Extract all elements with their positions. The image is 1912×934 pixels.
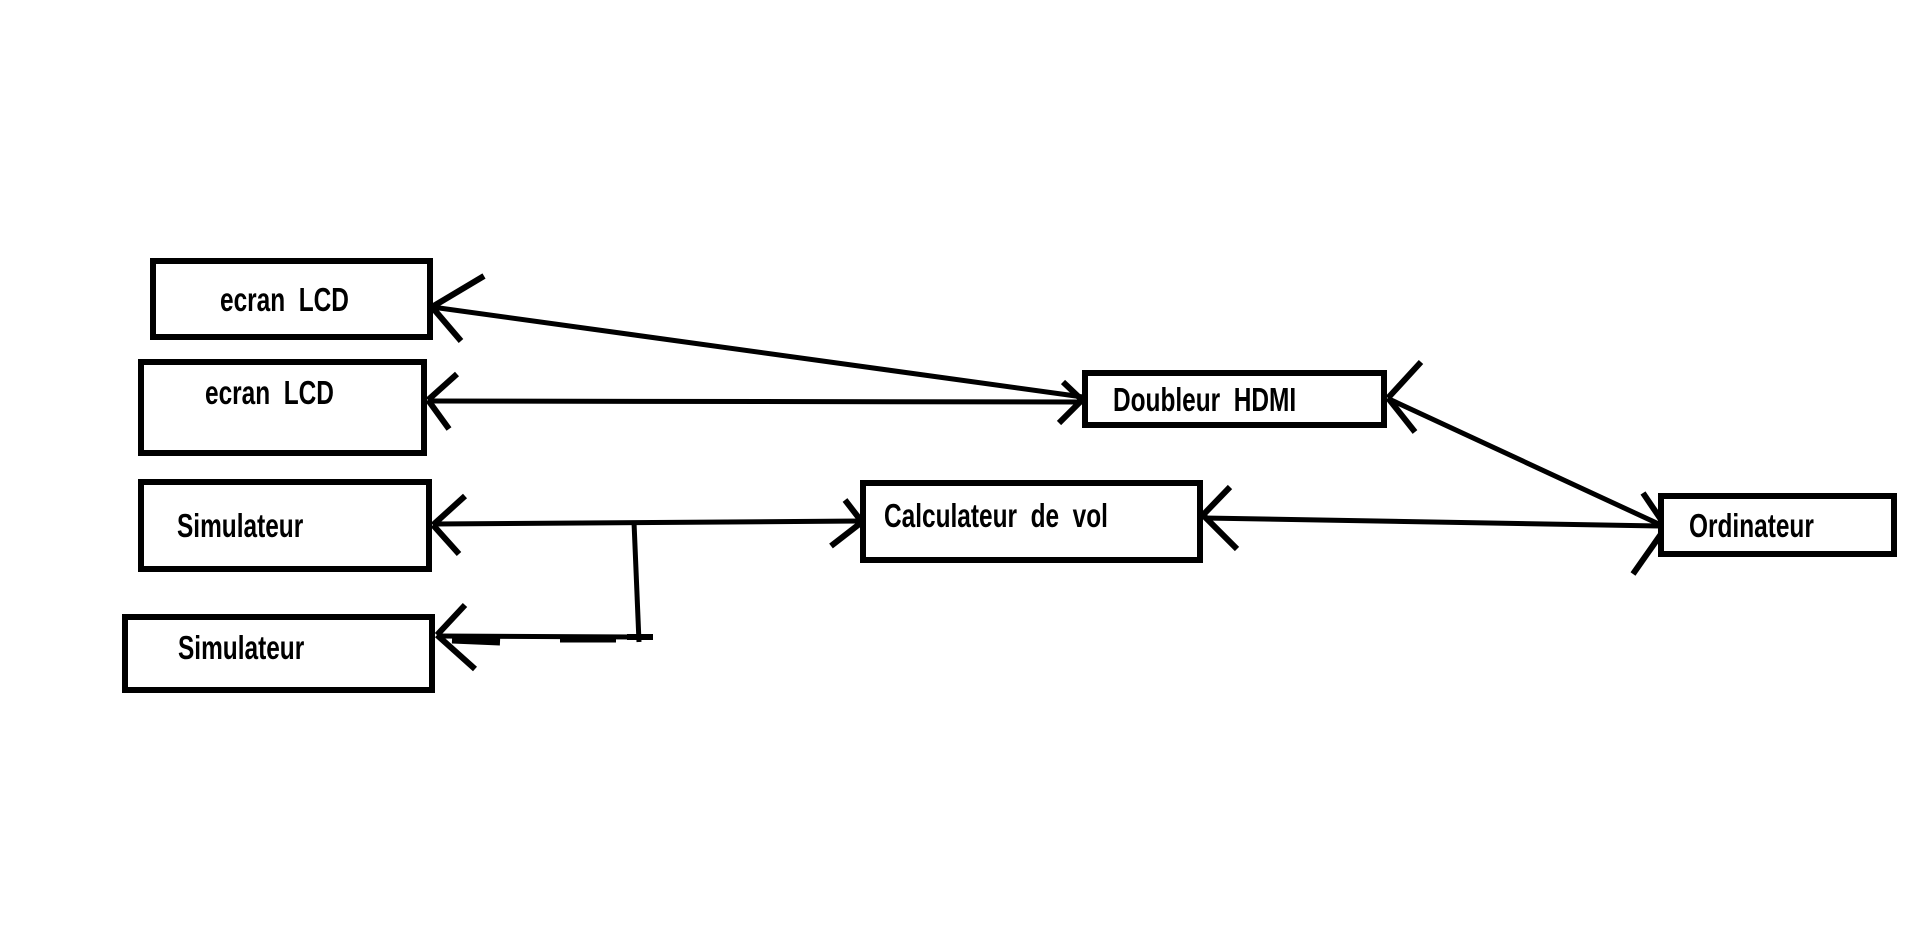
node-doubleur-hdmi: Doubleur HDMI	[1082, 370, 1387, 428]
edge-branch-to-simulateur-bottom	[434, 521, 653, 672]
edge-doubleur-to-ecran-lcd-bottom	[425, 371, 1084, 431]
node-ecran-lcd-top: ecran LCD	[150, 258, 433, 340]
node-calculateur-de-vol-label: Calculateur de vol	[884, 497, 1108, 534]
arrowhead-into-doubleur-left	[1056, 379, 1085, 426]
edge-ordinateur-to-calculateur	[1200, 484, 1662, 552]
node-doubleur-hdmi-label: Doubleur HDMI	[1113, 380, 1297, 418]
node-simulateur-bottom-label: Simulateur	[178, 629, 305, 666]
node-calculateur-de-vol: Calculateur de vol	[860, 480, 1203, 563]
node-ecran-lcd-bottom: ecran LCD	[138, 359, 427, 456]
edge-ordinateur-to-doubleur	[1385, 359, 1665, 529]
node-simulateur-bottom: Simulateur	[122, 614, 435, 693]
edge-calculateur-to-simulateur-top	[430, 493, 862, 557]
node-ecran-lcd-top-label: ecran LCD	[220, 280, 349, 318]
node-simulateur-top-label: Simulateur	[177, 507, 304, 544]
arrowhead-into-calculateur-left	[829, 498, 865, 549]
node-ordinateur: Ordinateur	[1658, 493, 1897, 557]
node-simulateur-top: Simulateur	[138, 479, 432, 572]
node-ordinateur-label: Ordinateur	[1689, 506, 1814, 544]
node-ecran-lcd-bottom-label: ecran LCD	[205, 374, 334, 411]
edge-doubleur-to-ecran-lcd-top	[429, 273, 1084, 400]
